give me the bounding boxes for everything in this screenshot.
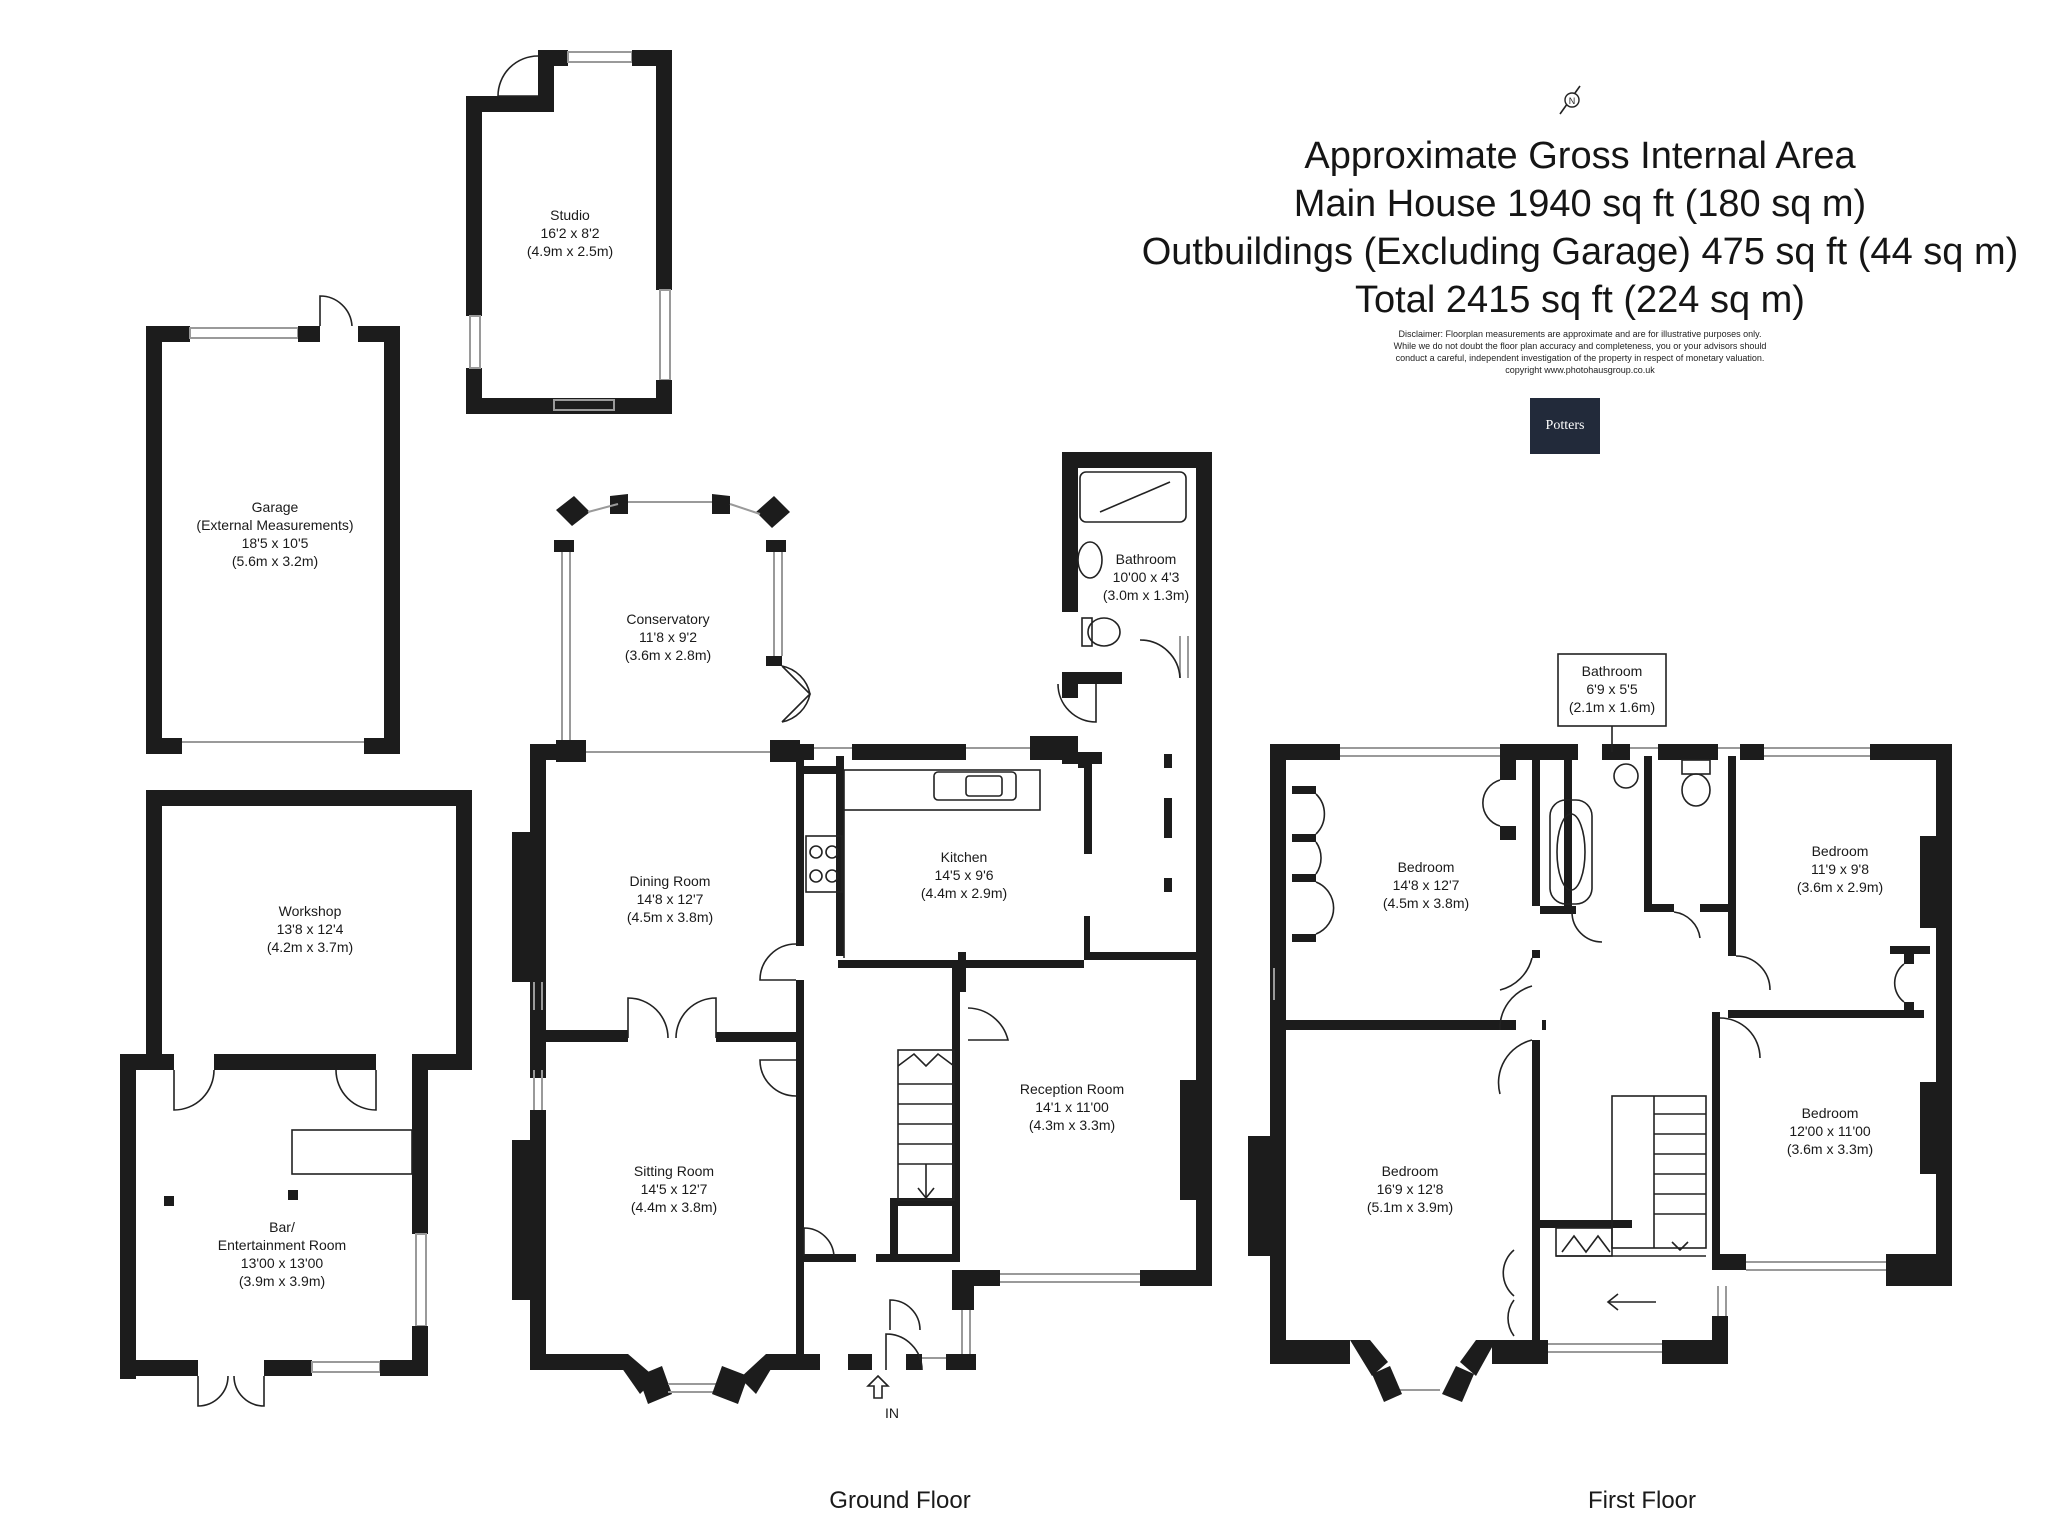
first-floor-plan — [1248, 653, 1952, 1402]
bedroom-4-imperial: 12'00 x 11'00 — [1789, 1123, 1871, 1139]
sitting-imperial: 14'5 x 12'7 — [641, 1181, 708, 1197]
dining-metric: (4.5m x 3.8m) — [627, 909, 713, 925]
garage-name: Garage — [252, 499, 299, 515]
disclaimer-line-2: While we do not doubt the floor plan acc… — [1393, 341, 1767, 351]
garage-imperial: 18'5 x 10'5 — [242, 535, 309, 551]
kitchen-metric: (4.4m x 2.9m) — [921, 885, 1007, 901]
copyright-line: copyright www.photohausgroup.co.uk — [1505, 365, 1655, 375]
garage-note: (External Measurements) — [196, 517, 353, 533]
agent-logo-text: Potters — [1545, 418, 1585, 433]
bedroom-2-name: Bedroom — [1812, 843, 1869, 859]
bathroom-ff-imperial: 6'9 x 5'5 — [1586, 681, 1637, 697]
reception-metric: (4.3m x 3.3m) — [1029, 1117, 1115, 1133]
reception-name: Reception Room — [1020, 1081, 1124, 1097]
bedroom-1-metric: (4.5m x 3.8m) — [1383, 895, 1469, 911]
studio-metric: (4.9m x 2.5m) — [527, 243, 613, 259]
area-main-house: Main House 1940 sq ft (180 sq m) — [1293, 183, 1867, 225]
conservatory-name: Conservatory — [626, 611, 709, 627]
bathroom-ff-name: Bathroom — [1582, 663, 1643, 679]
area-summary: Approximate Gross Internal Area Main Hou… — [1080, 132, 2048, 376]
bathroom-gf-imperial: 10'00 x 4'3 — [1113, 569, 1180, 585]
sitting-metric: (4.4m x 3.8m) — [631, 1199, 717, 1215]
garage-outbuilding — [146, 295, 400, 754]
bar-imperial: 13'00 x 13'00 — [241, 1255, 324, 1271]
area-total: Total 2415 sq ft (224 sq m) — [1355, 279, 1805, 321]
disclaimer-line-1: Disclaimer: Floorplan measurements are a… — [1398, 329, 1762, 339]
dining-name: Dining Room — [630, 873, 711, 889]
area-outbuildings: Outbuildings (Excluding Garage) 475 sq f… — [1141, 231, 2019, 273]
bedroom-2-imperial: 11'9 x 9'8 — [1811, 861, 1869, 877]
bedroom-2-metric: (3.6m x 2.9m) — [1797, 879, 1883, 895]
bedroom-4-metric: (3.6m x 3.3m) — [1787, 1141, 1873, 1157]
bedroom-4-name: Bedroom — [1802, 1105, 1859, 1121]
bedroom-3-metric: (5.1m x 3.9m) — [1367, 1199, 1453, 1215]
workshop-metric: (4.2m x 3.7m) — [267, 939, 353, 955]
workshop-name: Workshop — [279, 903, 342, 919]
studio-name: Studio — [550, 207, 590, 223]
sitting-name: Sitting Room — [634, 1163, 714, 1179]
dining-imperial: 14'8 x 12'7 — [637, 891, 704, 907]
reception-imperial: 14'1 x 11'00 — [1035, 1099, 1109, 1115]
conservatory-imperial: 11'8 x 9'2 — [639, 629, 697, 645]
first-floor-label: First Floor — [1588, 1487, 1696, 1514]
workshop-imperial: 13'8 x 12'4 — [277, 921, 344, 937]
bathroom-ff-metric: (2.1m x 1.6m) — [1569, 699, 1655, 715]
north-arrow-icon: N — [1559, 85, 1581, 115]
svg-text:N: N — [1569, 96, 1576, 106]
entrance-label: IN — [885, 1405, 899, 1421]
ground-floor-label: Ground Floor — [829, 1487, 970, 1514]
studio-imperial: 16'2 x 8'2 — [540, 225, 599, 241]
disclaimer-line-3: conduct a careful, independent investiga… — [1395, 353, 1765, 363]
bedroom-3-imperial: 16'9 x 12'8 — [1377, 1181, 1444, 1197]
bar-metric: (3.9m x 3.9m) — [239, 1273, 325, 1289]
agent-logo: Potters — [1530, 398, 1600, 454]
bathroom-gf-name: Bathroom — [1116, 551, 1177, 567]
bedroom-1-imperial: 14'8 x 12'7 — [1393, 877, 1460, 893]
bathroom-gf-metric: (3.0m x 1.3m) — [1103, 587, 1189, 603]
bedroom-1-name: Bedroom — [1398, 859, 1455, 875]
garage-metric: (5.6m x 3.2m) — [232, 553, 318, 569]
area-heading: Approximate Gross Internal Area — [1304, 135, 1856, 177]
disclaimer: Disclaimer: Floorplan measurements are a… — [1230, 328, 1930, 376]
conservatory-metric: (3.6m x 2.8m) — [625, 647, 711, 663]
kitchen-imperial: 14'5 x 9'6 — [934, 867, 993, 883]
bar-name-2: Entertainment Room — [218, 1237, 346, 1253]
ground-floor-plan — [512, 452, 1212, 1404]
workshop-bar-outbuilding — [120, 790, 472, 1407]
bar-name: Bar/ — [269, 1219, 295, 1235]
kitchen-name: Kitchen — [941, 849, 988, 865]
studio-outbuilding — [466, 50, 672, 414]
bedroom-3-name: Bedroom — [1382, 1163, 1439, 1179]
